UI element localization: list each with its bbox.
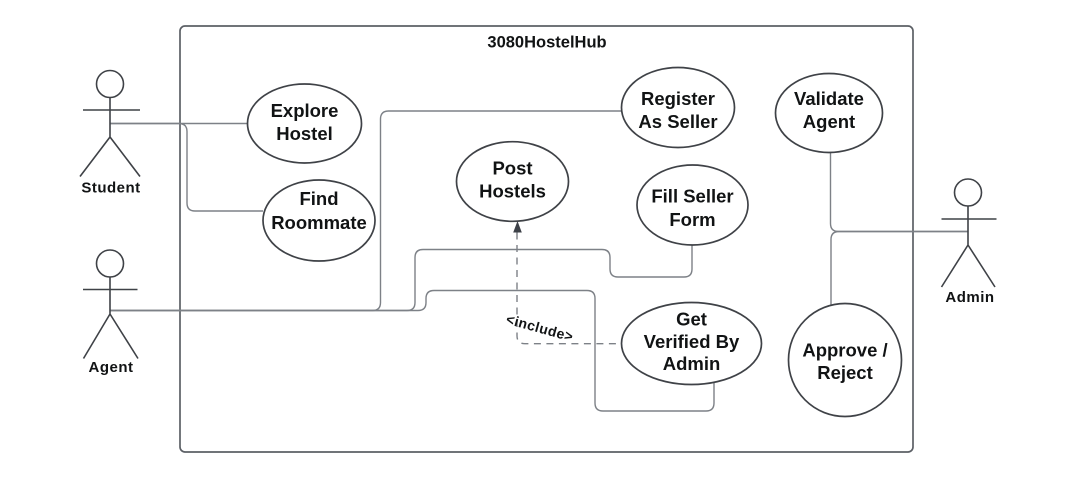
svg-text:Admin: Admin — [663, 353, 721, 374]
svg-text:Hostels: Hostels — [479, 181, 546, 202]
svg-text:As Seller: As Seller — [638, 111, 717, 132]
svg-text:Student: Student — [81, 180, 140, 197]
svg-text:Validate: Validate — [794, 88, 864, 109]
svg-text:Roommate: Roommate — [271, 212, 367, 233]
svg-text:Post: Post — [492, 158, 532, 179]
svg-text:Approve /: Approve / — [802, 340, 887, 361]
svg-text:Agent: Agent — [89, 359, 134, 376]
svg-text:Register: Register — [641, 88, 715, 109]
svg-text:Reject: Reject — [817, 362, 873, 383]
svg-text:Find: Find — [299, 188, 338, 209]
svg-text:3080HostelHub: 3080HostelHub — [487, 34, 606, 52]
svg-text:Get: Get — [676, 309, 707, 330]
svg-text:Form: Form — [669, 209, 715, 230]
svg-text:Fill Seller: Fill Seller — [651, 186, 733, 207]
svg-text:Agent: Agent — [803, 111, 855, 132]
svg-text:Explore: Explore — [271, 100, 339, 121]
svg-text:Hostel: Hostel — [276, 123, 333, 144]
svg-text:Verified By: Verified By — [644, 331, 740, 352]
svg-text:Admin: Admin — [945, 289, 994, 306]
